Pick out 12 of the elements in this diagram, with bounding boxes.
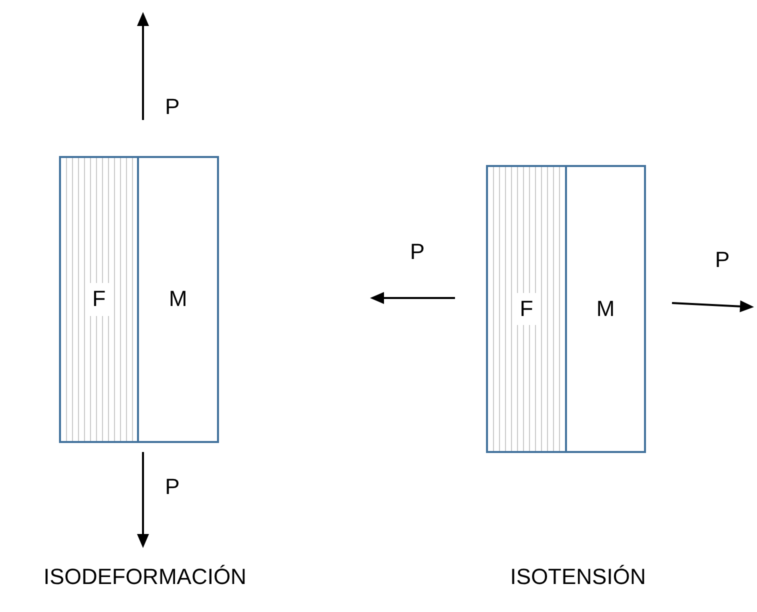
force-label: P [165,475,180,500]
force-label: P [410,240,425,264]
fiber-layer [486,165,567,453]
force-label: P [715,248,730,272]
diagram-caption: ISODEFORMACIÓN [44,565,246,590]
diagram-caption: ISOTENSIÓN [510,565,646,590]
layer-label: M [168,287,188,312]
fiber-layer [59,156,139,443]
matrix-layer [137,156,219,443]
force-label: P [165,95,180,120]
matrix-layer [565,165,646,453]
layer-label: M [596,296,615,322]
